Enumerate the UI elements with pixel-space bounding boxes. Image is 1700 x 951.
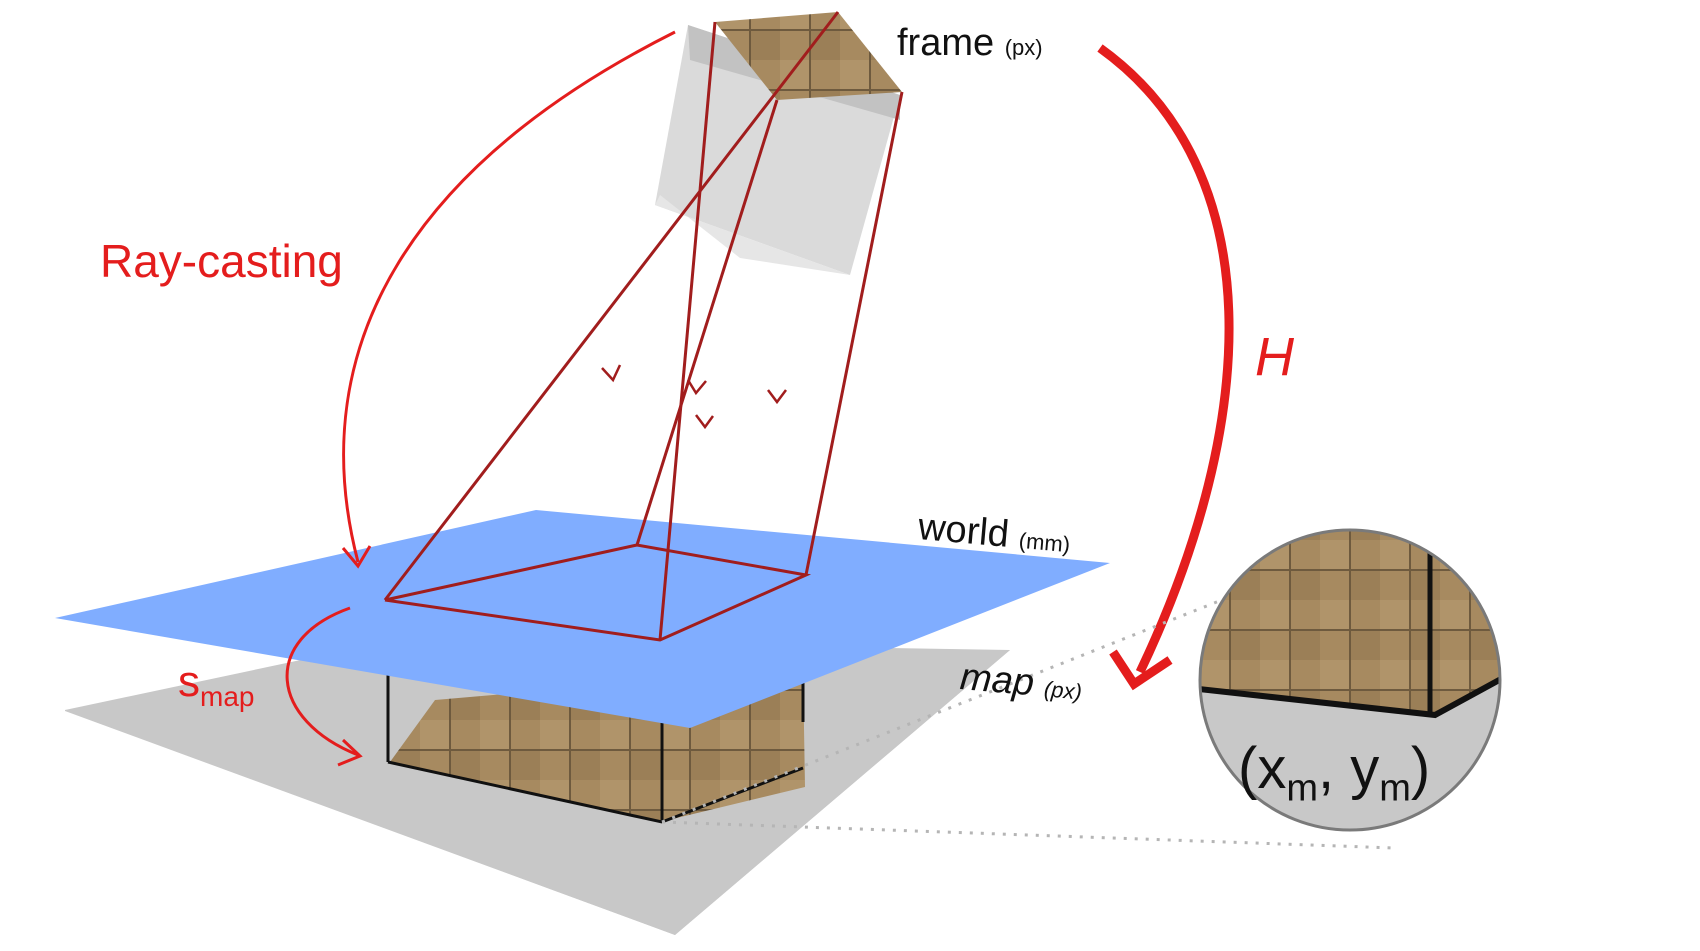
map-label-unit: (px)	[1043, 676, 1083, 705]
camera-frustum-icon	[655, 12, 902, 275]
scale-label-base: s	[178, 657, 200, 706]
frame-image	[715, 12, 902, 100]
scale-label: smap	[178, 660, 254, 711]
coord-sub-y: m	[1379, 767, 1411, 810]
world-plane	[55, 510, 1110, 728]
scale-label-sub: map	[200, 680, 255, 712]
world-label-name: world	[916, 506, 1011, 556]
rays	[383, 11, 904, 642]
scale-arrowhead	[337, 738, 363, 767]
homography-label: H	[1255, 327, 1294, 387]
homography-arrow	[1097, 44, 1234, 674]
coordinate-label: (xm, ym)	[1238, 740, 1430, 808]
frame-label: frame (px)	[897, 24, 1043, 62]
frame-label-unit: (px)	[1004, 35, 1043, 60]
world-label-unit: (mm)	[1017, 527, 1072, 558]
coord-close: )	[1410, 736, 1431, 801]
coord-mid: , y	[1317, 736, 1380, 801]
homography-arrowhead	[1109, 649, 1173, 691]
ray-arrowheads	[601, 364, 787, 430]
frame-label-name: frame	[897, 22, 995, 64]
ray-casting-arrowhead	[341, 545, 372, 569]
scale-arrow	[285, 606, 359, 757]
map-label-name: map	[958, 656, 1036, 705]
coord-open: (x	[1238, 736, 1287, 801]
ray-casting-label: Ray-casting	[100, 235, 343, 287]
curved-arrow-icon	[342, 30, 676, 563]
coord-sub-x: m	[1286, 767, 1318, 810]
zoom-guides	[661, 563, 1396, 850]
